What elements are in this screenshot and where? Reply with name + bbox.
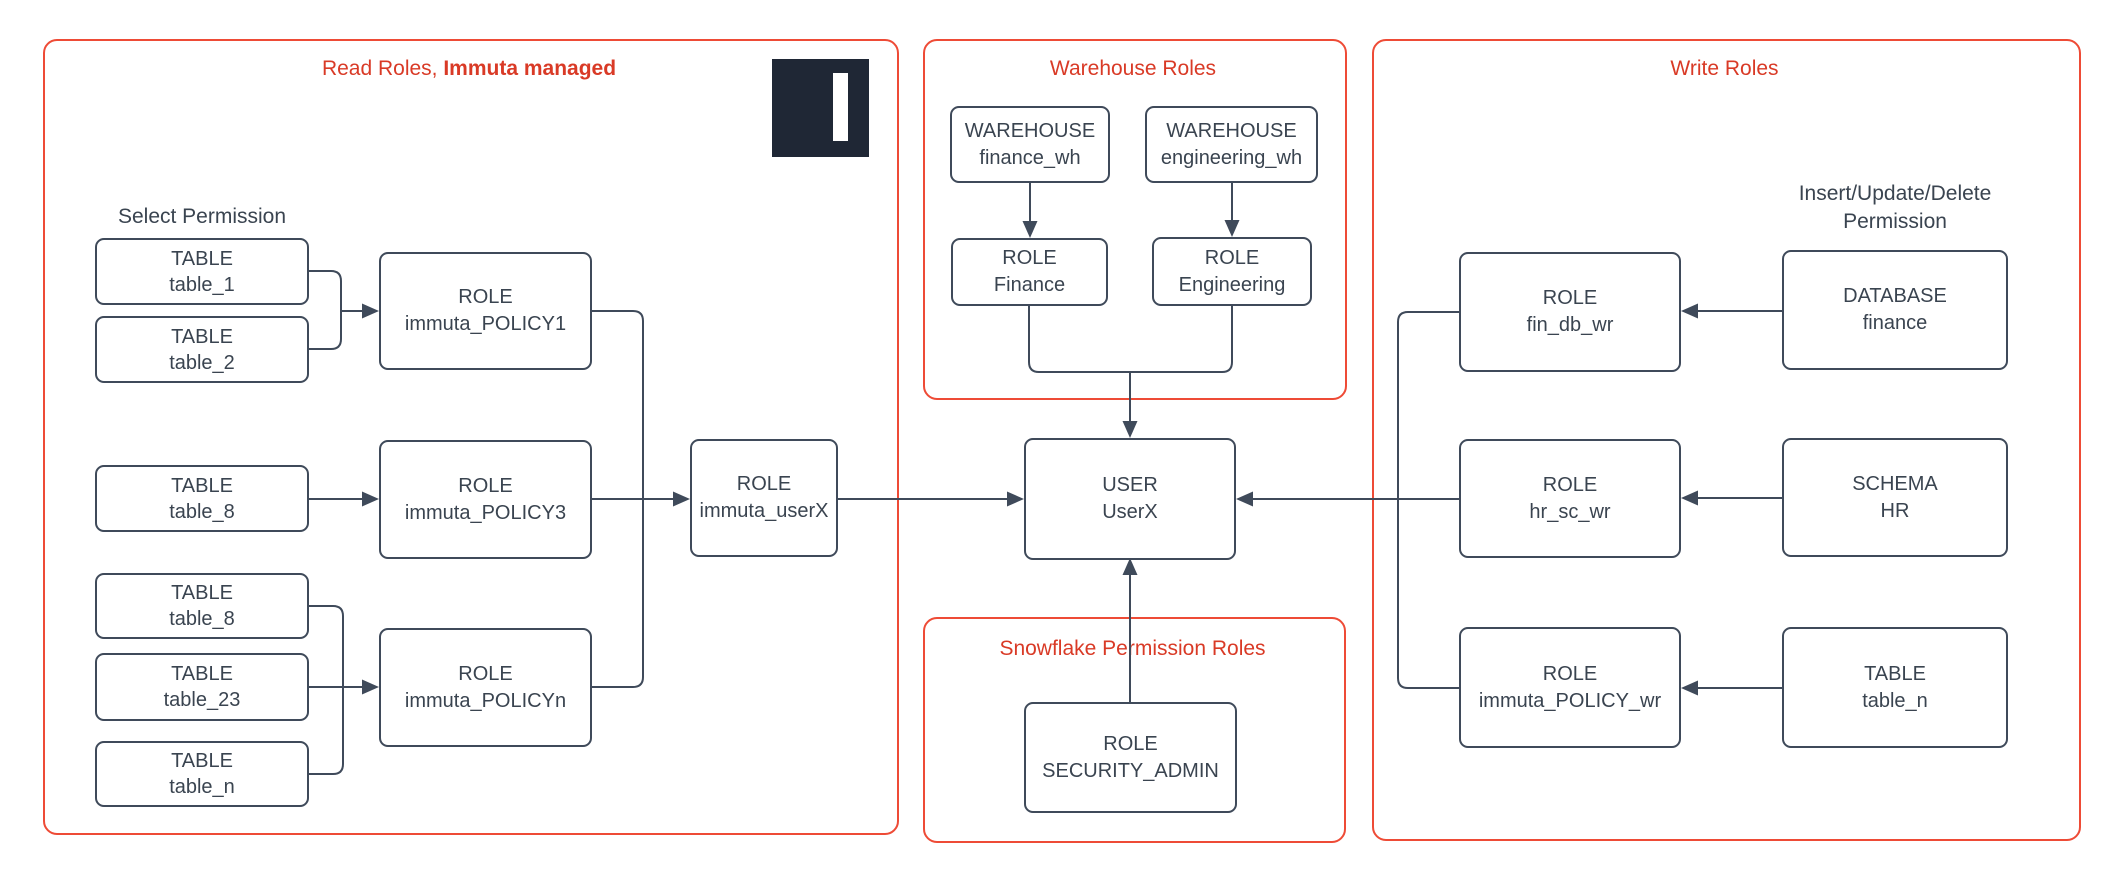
node-table-1-type: TABLE [171,247,233,270]
arrowhead-policy3 [362,491,379,507]
warehouse-roles-group [923,39,1347,400]
iud-permission-line1: Insert/Update/Delete [1798,182,1992,205]
node-user-userx: USER UserX [1024,438,1236,560]
read-roles-title: Read Roles, Immuta managed [43,57,895,81]
arrowhead-user-top [1122,421,1138,438]
node-role-engineering-name: Engineering [1178,273,1286,296]
node-security-admin-name: SECURITY_ADMIN [1042,759,1219,782]
read-roles-title-prefix: Read Roles, [321,57,444,80]
node-role-security-admin: ROLE SECURITY_ADMIN [1024,702,1237,813]
node-security-admin-type: ROLE [1103,732,1158,755]
node-hr-sc-wr-name: hr_sc_wr [1529,500,1611,523]
node-role-immuta-policy1: ROLE immuta_POLICY1 [379,252,592,370]
edge-warehouse-merge [1028,306,1233,373]
node-table-2-name: table_2 [169,351,235,374]
arrowhead-role-engineering [1224,220,1240,237]
node-table-2: TABLE table_2 [95,316,309,383]
node-table-23: TABLE table_23 [95,653,309,721]
arrowhead-policyn [362,679,379,695]
read-roles-title-bold: Immuta managed [443,57,617,80]
node-role-hr-sc-wr: ROLE hr_sc_wr [1459,439,1681,558]
node-schema-hr-name: HR [1880,499,1910,522]
write-roles-title: Write Roles [1670,57,1779,80]
node-policy3-type: ROLE [458,474,513,497]
write-roles-group [1372,39,2081,841]
node-table-1-name: table_1 [169,273,235,296]
node-table-n-right-type: TABLE [1864,662,1926,685]
arrowhead-user-left [1007,491,1024,507]
node-table-8b-name: table_8 [169,608,235,630]
node-database-finance-type: DATABASE [1843,285,1947,307]
arrowhead-role-finance [1022,221,1038,238]
warehouse-roles-title: Warehouse Roles [1049,57,1217,80]
node-role-engineering-type: ROLE [1204,246,1260,269]
node-wh-engineering-name: engineering_wh [1160,146,1303,169]
node-table-23-type: TABLE [171,663,233,685]
node-table-1: TABLE table_1 [95,238,309,305]
node-role-finance-name: Finance [993,274,1066,296]
iud-permission-line2: Permission [1843,210,1947,233]
node-fin-db-wr-type: ROLE [1542,287,1598,309]
node-user-userx-name: UserX [1102,501,1158,523]
node-table-8b: TABLE table_8 [95,573,309,639]
arrowhead-hrscwr [1681,490,1698,506]
node-policy1-name: immuta_POLICY1 [404,313,567,335]
node-schema-hr-type: SCHEMA [1852,472,1938,495]
node-role-finance-type: ROLE [1002,247,1057,269]
arrowhead-findbwr [1681,303,1698,319]
select-permission-label: Select Permission [117,205,287,228]
node-immuta-userx-type: ROLE [736,473,792,495]
node-database-finance-name: finance [1862,312,1928,334]
immuta-logo-bar [833,73,848,141]
node-fin-db-wr-name: fin_db_wr [1526,314,1614,336]
node-table-23-name: table_23 [163,689,241,711]
node-table-8a-name: table_8 [169,500,235,523]
node-role-immuta-userx: ROLE immuta_userX [690,439,838,557]
insert-update-delete-permission-label: Insert/Update/Delete Permission [1782,180,2008,236]
arrowhead-user-bottom [1122,558,1138,575]
edge-table8b-tablen-bracket [309,605,344,775]
snowflake-permission-roles-title: Snowflake Permission Roles [999,637,1266,660]
node-policyn-type: ROLE [458,662,513,685]
node-policy1-type: ROLE [458,286,513,308]
node-table-8b-type: TABLE [171,582,233,604]
arrowhead-user-right [1236,491,1253,507]
node-table-2-type: TABLE [171,325,233,348]
read-roles-group [43,39,899,835]
node-warehouse-engineering-wh: WAREHOUSE engineering_wh [1145,106,1318,183]
node-role-immuta-policyn: ROLE immuta_POLICYn [379,628,592,747]
node-immuta-policy-wr-type: ROLE [1542,662,1598,685]
node-role-fin-db-wr: ROLE fin_db_wr [1459,252,1681,372]
node-wh-engineering-type: WAREHOUSE [1166,119,1297,142]
node-table-8a: TABLE table_8 [95,465,309,532]
node-table-n-left-type: TABLE [171,750,233,772]
node-immuta-policy-wr-name: immuta_POLICY_wr [1478,689,1662,712]
node-table-n-right-name: table_n [1862,689,1928,712]
node-role-immuta-policy3: ROLE immuta_POLICY3 [379,440,592,559]
node-table-n-left: TABLE table_n [95,741,309,807]
node-policy3-name: immuta_POLICY3 [404,501,567,524]
node-database-finance: DATABASE finance [1782,250,2008,370]
node-table-n-left-name: table_n [169,776,235,798]
edge-table1-table2-bracket [309,270,342,350]
node-hr-sc-wr-type: ROLE [1542,473,1598,496]
arrowhead-immuta-userx [673,491,690,507]
arrowhead-policywr [1681,680,1698,696]
node-table-8a-type: TABLE [171,474,233,497]
node-user-userx-type: USER [1102,474,1158,496]
node-wh-finance-name: finance_wh [979,146,1081,169]
snowflake-permission-roles-group [923,617,1346,843]
node-policyn-name: immuta_POLICYn [404,689,567,712]
immuta-logo-icon [772,59,869,157]
node-role-finance: ROLE Finance [951,238,1108,306]
node-immuta-userx-name: immuta_userX [699,500,829,522]
node-role-engineering: ROLE Engineering [1152,237,1312,306]
node-role-immuta-policy-wr: ROLE immuta_POLICY_wr [1459,627,1681,748]
node-schema-hr: SCHEMA HR [1782,438,2008,557]
node-table-n-right: TABLE table_n [1782,627,2008,748]
node-warehouse-finance-wh: WAREHOUSE finance_wh [950,106,1110,183]
node-wh-finance-type: WAREHOUSE [964,119,1096,142]
arrowhead-policy1 [362,303,379,319]
